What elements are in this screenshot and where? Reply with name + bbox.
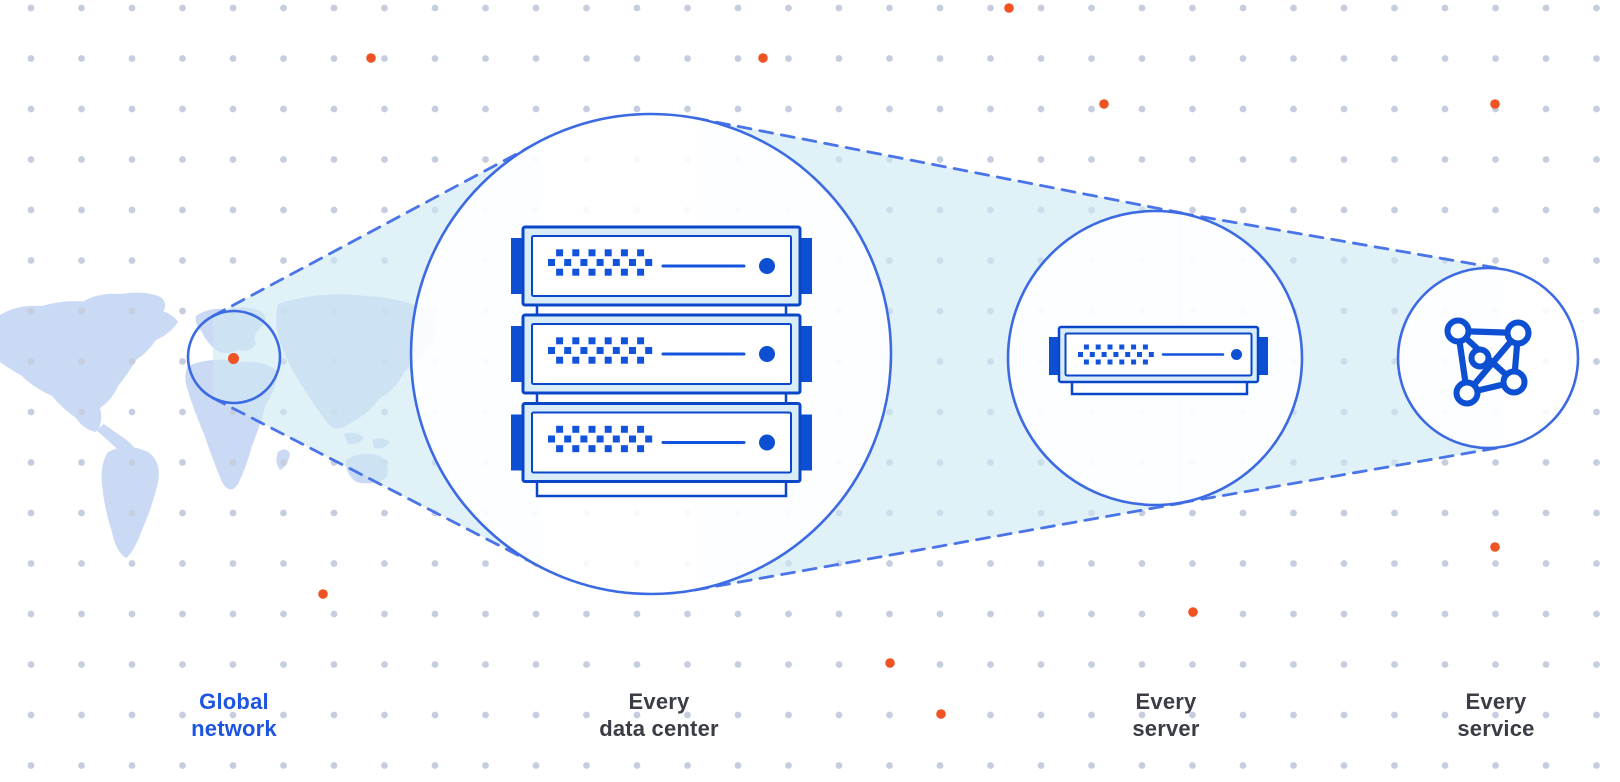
global-network-circle [186, 309, 282, 405]
vent-pattern [1078, 344, 1154, 365]
accent-dot [1099, 99, 1109, 109]
accent-dot [1490, 542, 1500, 552]
label-line: Every [1465, 689, 1527, 714]
accent-dot [936, 709, 946, 719]
label-every-server: Every server [1132, 688, 1199, 742]
accent-dot [885, 658, 895, 668]
accent-dot [758, 53, 768, 63]
label-line: Every [628, 689, 690, 714]
location-marker [228, 353, 239, 364]
single-server [1049, 325, 1268, 396]
label-line: network [191, 716, 277, 741]
label-line: Global [199, 689, 269, 714]
label-line: Every [1135, 689, 1197, 714]
accent-dot [1004, 3, 1014, 13]
zoom-dashed-lines [211, 116, 1505, 592]
label-every-data-center: Every data center [599, 688, 719, 742]
label-line: service [1457, 716, 1535, 741]
accent-dot [318, 589, 328, 599]
accent-dots [318, 3, 1500, 719]
mesh-network-icon [1444, 317, 1532, 407]
accent-dot [1490, 99, 1500, 109]
label-line: data center [599, 716, 719, 741]
label-line: server [1132, 716, 1200, 741]
server-rack-stack [511, 227, 812, 498]
accent-dot [366, 53, 376, 63]
label-global-network: Global network [191, 688, 277, 742]
accent-dot [1188, 607, 1198, 617]
label-every-service: Every service [1457, 688, 1534, 742]
